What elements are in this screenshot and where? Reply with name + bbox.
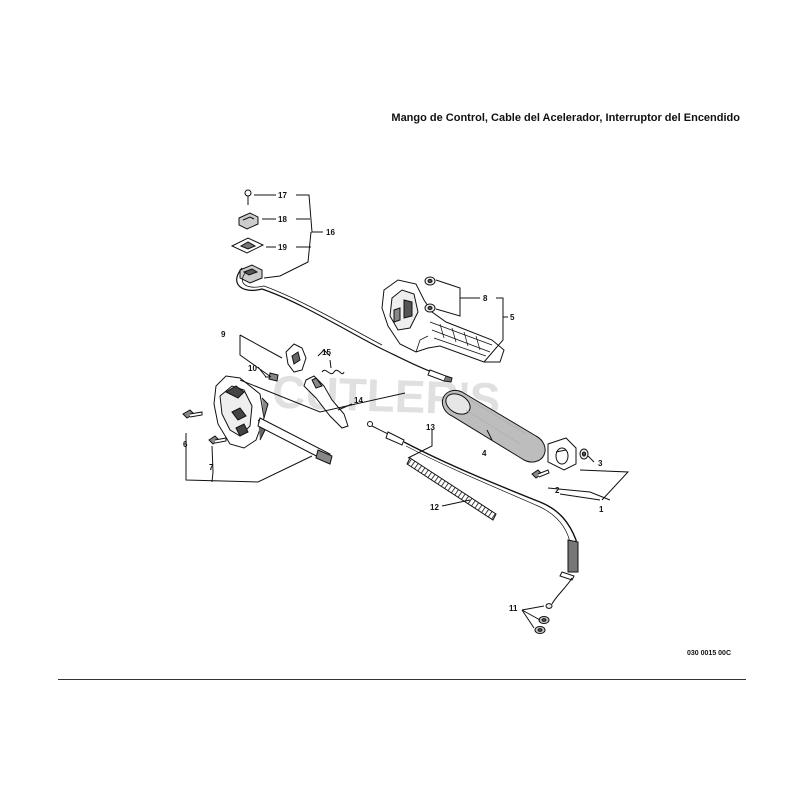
callout-5: 5 bbox=[510, 313, 515, 322]
callout-19: 19 bbox=[278, 243, 287, 252]
callout-11: 11 bbox=[509, 604, 518, 613]
callout-4: 4 bbox=[482, 449, 487, 458]
part-13-throttle-cable bbox=[367, 421, 579, 605]
callout-13: 13 bbox=[426, 423, 435, 432]
part-6-screw bbox=[182, 409, 203, 419]
callout-18: 18 bbox=[278, 215, 287, 224]
callout-1: 1 bbox=[599, 505, 604, 514]
part-9-lever bbox=[285, 343, 307, 373]
callout-7: 7 bbox=[209, 463, 214, 472]
callout-3: 3 bbox=[598, 459, 603, 468]
callout-9: 9 bbox=[221, 330, 226, 339]
wire-connector bbox=[427, 369, 453, 383]
footer-divider bbox=[58, 679, 746, 680]
part-3-nut bbox=[579, 448, 589, 460]
drawing-code: 030 0015 00C bbox=[687, 650, 731, 657]
part-16-switch-clip bbox=[239, 264, 263, 284]
part-18-clip bbox=[238, 212, 259, 230]
control-handle-body bbox=[213, 375, 269, 449]
callout-10: 10 bbox=[248, 364, 257, 373]
callout-12: 12 bbox=[430, 503, 439, 512]
part-19-plate bbox=[230, 237, 265, 254]
callout-8: 8 bbox=[483, 294, 488, 303]
callout-14: 14 bbox=[354, 396, 363, 405]
part-5-housing bbox=[381, 279, 505, 363]
part-15-spring bbox=[317, 349, 345, 375]
part-17-screw bbox=[244, 189, 252, 205]
diagram-title: Mango de Control, Cable del Acelerador, … bbox=[391, 112, 740, 124]
callout-6: 6 bbox=[183, 440, 188, 449]
part-8-nut-upper bbox=[424, 276, 436, 286]
control-handle-bar bbox=[257, 417, 333, 465]
part-11-end-fitting-c bbox=[534, 626, 546, 634]
callout-labels: 1 2 3 4 5 6 7 8 9 10 11 12 13 14 15 16 1… bbox=[183, 191, 604, 613]
part-14-trigger bbox=[303, 375, 349, 429]
part-12-conduit bbox=[406, 457, 497, 521]
callout-16: 16 bbox=[326, 228, 335, 237]
part-8-nut-lower bbox=[424, 303, 436, 313]
callout-15: 15 bbox=[322, 348, 331, 357]
callout-2: 2 bbox=[555, 486, 560, 495]
callout-17: 17 bbox=[278, 191, 287, 200]
part-1-collar bbox=[547, 437, 577, 471]
part-2-screw bbox=[531, 469, 550, 479]
part-11-end-fitting-b bbox=[538, 616, 550, 624]
part-4-grip bbox=[441, 389, 546, 463]
part-7-screw bbox=[208, 435, 227, 445]
part-11-end-fitting-a bbox=[545, 603, 553, 609]
